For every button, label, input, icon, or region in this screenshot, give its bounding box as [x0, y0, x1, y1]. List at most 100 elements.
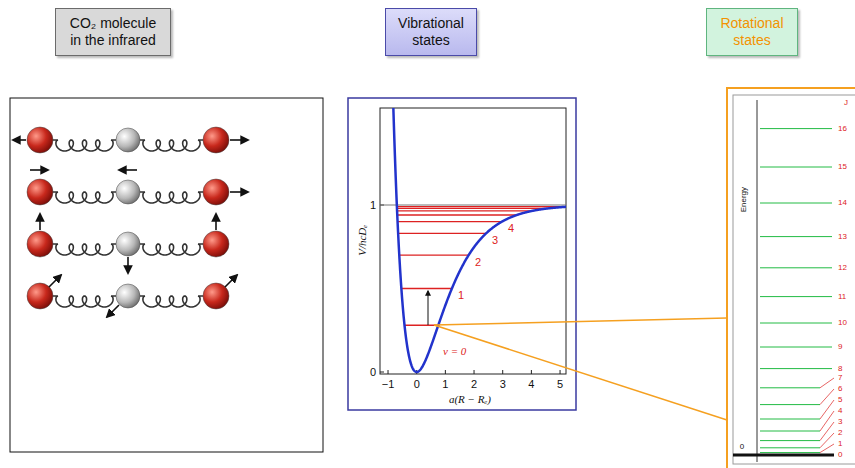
level-label: 1: [838, 439, 842, 448]
tick-label: 0: [370, 366, 376, 379]
header-text: Vibrational states: [393, 15, 469, 49]
level-label: v = 0: [443, 345, 466, 358]
spring: [140, 192, 203, 203]
level-label: 8: [838, 364, 842, 373]
leader-line: [820, 389, 834, 405]
rotational-level: [760, 323, 832, 324]
vibrational-level: [398, 233, 486, 234]
leader-line: [820, 378, 834, 388]
header-box: Rotational states: [706, 8, 798, 56]
header-text: CO₂ molecule in the infrared: [63, 15, 163, 49]
rotational-level: [760, 203, 832, 204]
level-label: 15: [838, 162, 847, 171]
atom: [27, 231, 53, 257]
tick-label: 0: [414, 378, 420, 391]
vibrational-level: [397, 208, 549, 209]
molecule-panel: [10, 98, 323, 452]
transition-arrow: [428, 291, 429, 325]
vibrational-level: [397, 206, 566, 207]
rotational-level: [760, 447, 820, 448]
spring: [140, 244, 203, 255]
rotational-level: [760, 431, 820, 432]
atom: [27, 127, 53, 153]
level-label: 11: [838, 292, 846, 301]
atom: [116, 284, 140, 308]
level-label: 5: [838, 395, 842, 404]
tick: [502, 370, 503, 374]
level-label: 3: [492, 234, 498, 247]
atom: [203, 179, 229, 205]
leader-line: [820, 400, 834, 419]
atom: [27, 179, 53, 205]
tick-label: −1: [382, 378, 395, 391]
tick-label: 3: [500, 378, 506, 391]
ground-level: [733, 454, 834, 457]
level-label: 12: [838, 263, 847, 272]
level-label: 13: [838, 232, 847, 241]
axis-title: Energy: [739, 187, 748, 212]
spring: [53, 244, 116, 255]
morse-curve: [391, 108, 566, 372]
rotational-level: [760, 419, 820, 420]
rotational-level: [760, 296, 832, 297]
leader-line: [820, 422, 834, 441]
atoms: [27, 127, 229, 309]
vibrational-levels: [397, 207, 566, 326]
springs: [53, 140, 203, 307]
axis-label: 0: [740, 442, 744, 451]
energy-axis: [757, 100, 758, 462]
rotational-level: [760, 167, 832, 168]
rotational-level: [760, 387, 820, 388]
header-box: Vibrational states: [385, 8, 477, 56]
rotational-level: [760, 347, 832, 348]
tick: [445, 370, 446, 374]
zoom-lines: [434, 318, 727, 420]
tick: [531, 370, 532, 374]
level-label: 4: [508, 222, 514, 235]
rotational-level: [760, 440, 820, 441]
atom: [116, 128, 140, 152]
spring: [53, 296, 116, 307]
tick-label: 1: [370, 199, 376, 212]
dissociation-line: [380, 205, 566, 206]
motion-arrows: [13, 140, 248, 317]
level-label: 3: [838, 417, 842, 426]
atom: [116, 232, 140, 256]
leader-line: [820, 411, 834, 431]
level-label: 14: [838, 198, 847, 207]
axis-title: J: [844, 98, 848, 107]
tick: [388, 370, 389, 374]
tick-label: 1: [442, 378, 448, 391]
rotational-level: [760, 128, 832, 129]
level-label: 10: [838, 318, 847, 327]
rotation-panel: [733, 95, 855, 464]
rotational-level: [760, 404, 820, 405]
zoom-frame: [727, 88, 855, 468]
spring: [53, 192, 116, 203]
axis-title: V/hcDₑ: [356, 224, 369, 255]
tick: [474, 370, 475, 374]
level-label: 16: [838, 124, 847, 133]
level-label: 2: [475, 256, 481, 269]
vibrational-level: [397, 214, 517, 215]
tick-label: 5: [557, 378, 563, 391]
rotational-levels: [760, 129, 834, 453]
vibrational-level: [397, 210, 532, 211]
atom: [203, 231, 229, 257]
rotational-level: [760, 267, 832, 268]
level-label: 1: [458, 289, 464, 302]
rotational-level: [760, 368, 832, 369]
tick: [560, 370, 561, 374]
level-label: 9: [838, 342, 842, 351]
axis-title: a(R − Rₑ): [449, 393, 491, 406]
level-label: 0: [838, 450, 842, 459]
level-label: 6: [838, 384, 842, 393]
vibration-panel: [348, 98, 576, 410]
vibrational-level: [401, 288, 452, 289]
vibrational-level: [398, 221, 502, 222]
level-label: 7: [838, 373, 842, 382]
tick-label: 4: [528, 378, 534, 391]
leader-line: [820, 433, 834, 448]
